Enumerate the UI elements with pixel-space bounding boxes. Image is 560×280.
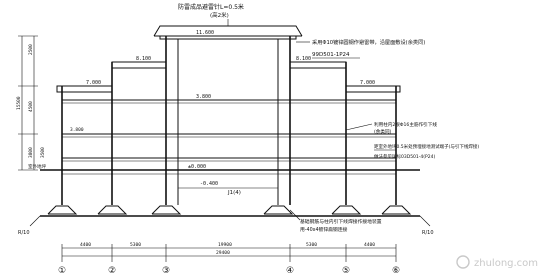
dim-ticks [61, 244, 397, 262]
side-dim-4: 3500 [40, 147, 46, 158]
axis-label-5: ⑤ [342, 266, 350, 276]
left-dimensions: 2500 4500 15500 3800 3500 室外地坪 [16, 35, 46, 171]
dimension-strip: 4400 5300 19900 5300 4400 29400 [61, 242, 397, 262]
roof-note-sub: (高2米) [210, 11, 229, 19]
roof-note: 防雷成品避雷针L=0.5米 [178, 3, 244, 11]
watermark-logo-icon [456, 255, 470, 269]
grid-ref-right: R/10 [422, 230, 434, 236]
elev-right-inner: 8.100 [296, 56, 311, 62]
side-dim-0: 2500 [28, 44, 34, 55]
axis-label-2: ② [108, 266, 116, 276]
axis-label-3: ③ [162, 266, 170, 276]
callout-bottom-2: 用-40x4镀锌扁钢连接 [300, 226, 348, 233]
callouts-bottom: 基础钢筋与柱内引下线焊接作接地装置 用-40x4镀锌扁钢连接 [289, 209, 382, 233]
bay-dim-1: 5300 [130, 242, 141, 248]
elev-top: 11.600 [196, 30, 214, 36]
callout-top-right: 采用Φ10镀锌圆钢作避雷带，沿屋面敷设(余类同) [312, 38, 425, 46]
callout-top-right-ref: 99D501-1P24 [312, 52, 350, 58]
right-outer-wing: 7.000 [345, 80, 401, 205]
grid-ref-left: R/10 [18, 230, 30, 236]
axis-bubbles: ① ② ③ ④ ⑤ ⑥ [58, 266, 400, 276]
elev-right-roof: 7.000 [360, 80, 375, 86]
callout-mid-right-3: 做法参见国标03D501-4(P24) [374, 153, 435, 160]
callout-mid-right-1: 利用柱内2根Φ16主筋作引下线 [374, 121, 437, 128]
grid-refs: R/10 R/10 [18, 215, 434, 236]
watermark: zhulong.com [456, 255, 538, 269]
elev-left-inner: 8.100 [136, 56, 151, 62]
foundations [40, 205, 420, 217]
bay-dim-3: 5300 [306, 242, 317, 248]
callout-mid-right-1b: (余类同) [374, 128, 392, 135]
bay-dim-0: 4400 [80, 242, 91, 248]
bay-dim-2: 19900 [218, 242, 232, 248]
axis-label-6: ⑥ [392, 266, 400, 276]
callout-mid-right-2: 距室外地坪0.5米处预埋接地测试端子(与引下线焊接) [374, 143, 479, 150]
side-dim-1: 4500 [28, 101, 34, 112]
elev-small-left: 3.800 [70, 127, 84, 133]
side-dim-2: 15500 [16, 96, 22, 110]
floor-bands: 3.800 3.800 ±0.000 -0.400 J1(4) [40, 94, 420, 196]
left-ground-label: 室外地坪 [28, 163, 46, 170]
callout-bottom-1: 基础钢筋与柱内引下线焊接作接地装置 [300, 218, 382, 225]
elev-minus: -0.400 [200, 181, 218, 187]
interior-columns [111, 100, 347, 205]
axis-label-1: ① [58, 266, 66, 276]
total-dim: 29400 [216, 250, 230, 256]
elev-zero: ±0.000 [188, 164, 206, 170]
left-inner-wing: 8.100 [111, 56, 167, 205]
elev-left-roof: 7.000 [86, 80, 101, 86]
side-dim-3: 3800 [28, 147, 34, 158]
axis-label-4: ④ [286, 266, 294, 276]
center-label: J1(4) [227, 190, 241, 196]
bay-dim-4: 4400 [364, 242, 375, 248]
right-inner-wing: 8.100 [289, 56, 347, 205]
central-tower: 11.600 [153, 25, 303, 205]
callouts-right: 采用Φ10镀锌圆钢作避雷带，沿屋面敷设(余类同) 99D501-1P24 利用柱… [296, 38, 479, 160]
watermark-text: zhulong.com [474, 258, 538, 269]
elev-mid: 3.800 [196, 94, 211, 100]
left-outer-wing: 7.000 [56, 80, 113, 205]
